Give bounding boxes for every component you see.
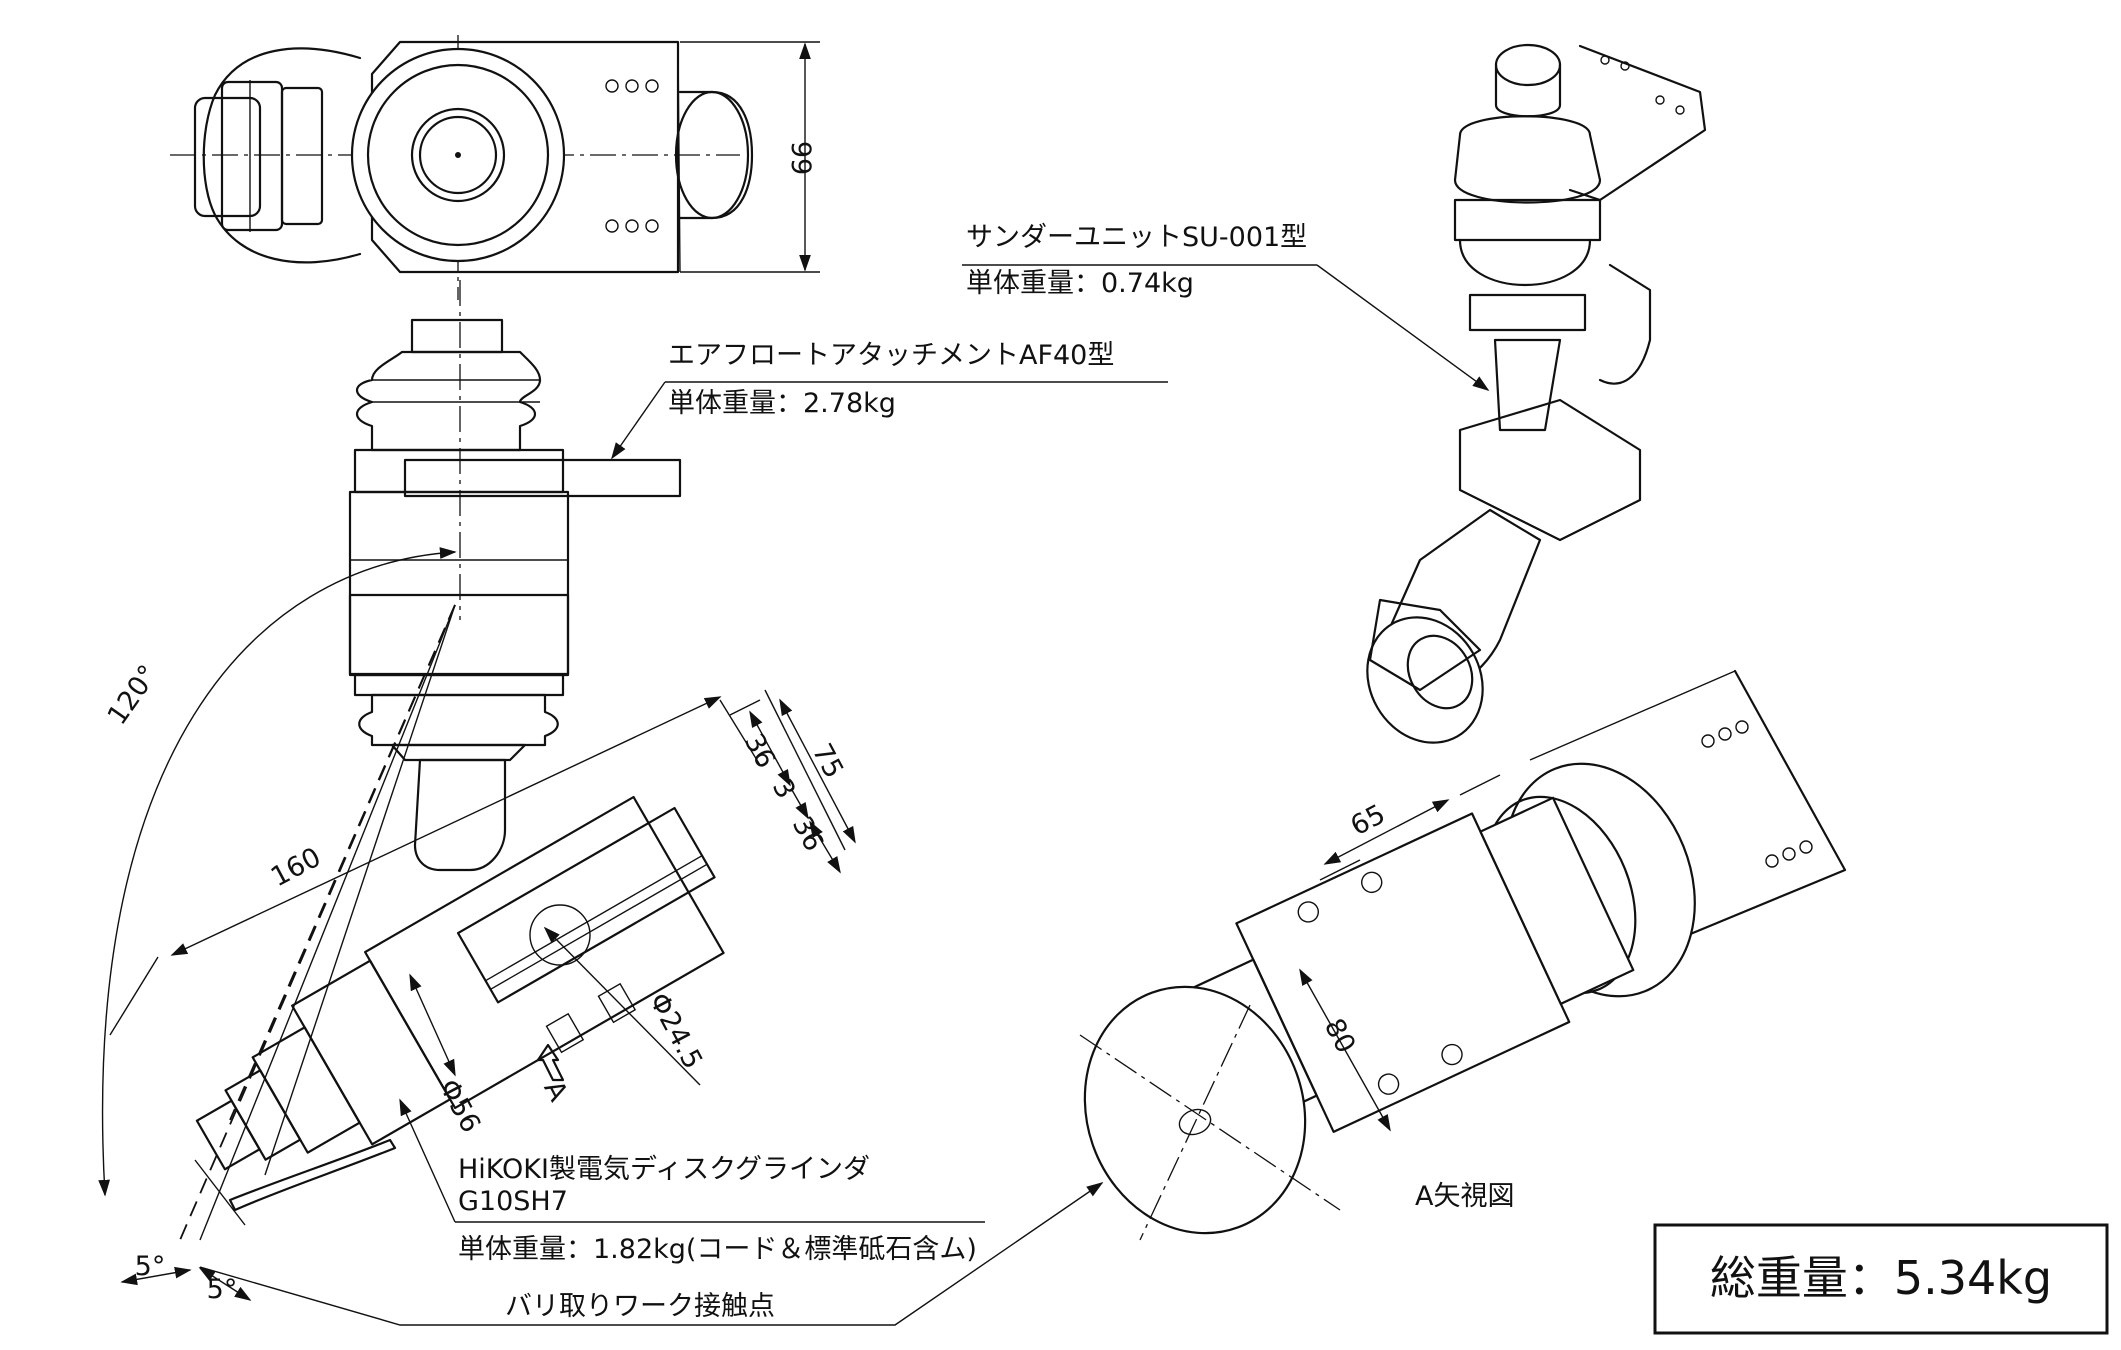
view-arrow-a-label: A: [537, 1076, 573, 1107]
dim-36b: 36: [786, 812, 830, 857]
top-view: 99: [170, 35, 820, 300]
front-view: 120° 160 36 3 36 75 Φ24.5 Φ56 A 5° 5°: [98, 280, 856, 1305]
dim-160: 160: [266, 842, 326, 894]
isometric-view: [1366, 43, 1707, 744]
total-weight-box: 総重量：5.34kg: [1653, 1223, 2109, 1335]
leaders: [199, 264, 1490, 1326]
sander-weight: 単体重量：0.74kg: [966, 268, 1194, 299]
grinder-weight: 単体重量：1.82kg(コード＆標準砥石含ム): [458, 1234, 977, 1265]
dim-75: 75: [806, 739, 850, 784]
grinder-title: HiKOKI製電気ディスクグラインダ: [458, 1154, 870, 1185]
dim-99: 99: [785, 141, 816, 175]
dim-36a: 36: [738, 729, 782, 774]
air-attachment-title: エアフロートアタッチメントAF40型: [668, 340, 1114, 371]
dim-3: 3: [766, 774, 801, 804]
sander-title: サンダーユニットSU-001型: [966, 222, 1307, 253]
dim-65: 65: [1346, 799, 1391, 843]
air-attachment-weight: 単体重量：2.78kg: [668, 388, 896, 419]
annotations: サンダーユニットSU-001型 単体重量：0.74kg エアフロートアタッチメン…: [458, 222, 1514, 1322]
dim-5deg-b: 5°: [207, 1274, 238, 1305]
dim-120deg: 120°: [102, 660, 165, 731]
grinder-model: G10SH7: [458, 1186, 568, 1217]
view-a-title: A矢視図: [1415, 1181, 1514, 1212]
a-view: 65 80: [1079, 669, 1847, 1241]
contact-point-label: バリ取りワーク接触点: [505, 1291, 775, 1322]
dim-phi245: Φ24.5: [643, 988, 709, 1074]
dim-5deg-a: 5°: [135, 1251, 166, 1282]
total-weight-text: 総重量：5.34kg: [1710, 1251, 2052, 1305]
